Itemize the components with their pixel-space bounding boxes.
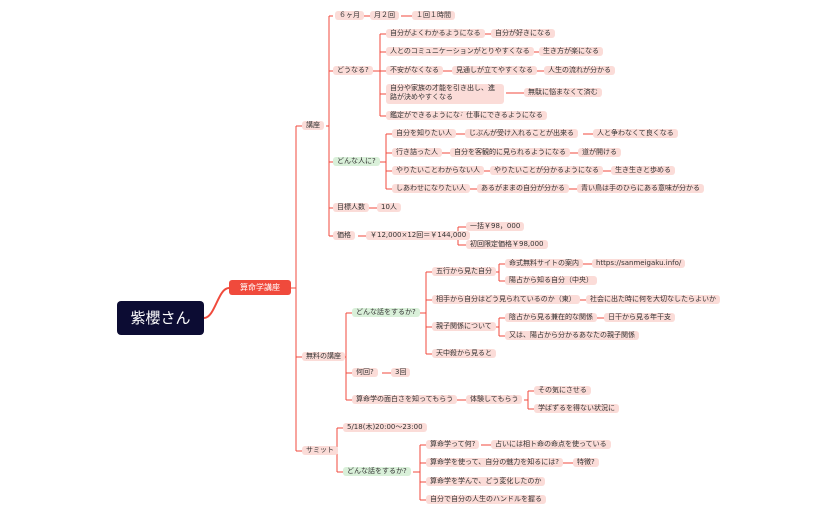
audience-item[interactable]: 自分を知りたい人 — [392, 129, 456, 138]
frequency-node[interactable]: 月２回 — [370, 11, 399, 20]
outcome-result[interactable]: 人生の流れが分かる — [544, 66, 615, 75]
audience-item[interactable]: 行き詰った人 — [392, 148, 442, 157]
audience-item[interactable]: しあわせになりたい人 — [392, 184, 470, 193]
audience-result[interactable]: 道が開ける — [578, 148, 621, 157]
outcome-result[interactable]: 見通しが立てやすくなる — [452, 66, 537, 75]
url-node[interactable]: https://sanmeigaku.info/ — [592, 259, 686, 268]
experience-node[interactable]: 体験してもらう — [466, 395, 523, 404]
connector-line — [326, 125, 333, 237]
connector-line — [524, 391, 529, 409]
connector-line — [203, 287, 230, 319]
topic-child[interactable]: 陰占から見る兼在的な関係 — [505, 313, 597, 322]
outcome-item[interactable]: 自分や家族の才能を引き出し、進路が決めやすくなる — [386, 84, 504, 104]
audience-result[interactable]: 青い鳥は手のひらにある意味が分かる — [577, 184, 704, 193]
price-node[interactable]: 価格 — [333, 231, 355, 240]
topic-item[interactable]: 五行から見た自分 — [432, 267, 496, 276]
outcome-result[interactable]: 生き方が楽になる — [539, 47, 603, 56]
course-node[interactable]: 講座 — [302, 121, 324, 130]
audience-result[interactable]: やりたいことが分かるようになる — [490, 166, 603, 175]
times-value[interactable]: 3回 — [391, 368, 411, 377]
capacity-value[interactable]: 10人 — [377, 203, 401, 212]
audience-result[interactable]: 人と争わなくて良くなる — [593, 129, 678, 138]
main-topic-node[interactable]: 算命学講座 — [229, 280, 291, 295]
topic-child[interactable]: 又は、陽占から分かるあなたの親子関係 — [505, 331, 639, 340]
summit-topic[interactable]: 自分で自分の人生のハンドルを握る — [426, 495, 546, 504]
experience-child[interactable]: その気にさせる — [534, 386, 591, 395]
outcome-node[interactable]: どうなる? — [333, 66, 373, 75]
outcome-result[interactable]: 自分が好きになる — [491, 29, 555, 38]
capacity-node[interactable]: 目標人数 — [333, 203, 369, 212]
interest-node[interactable]: 算命学の面白さを知ってもらう — [352, 395, 458, 404]
audience-result[interactable]: じぶんが受け入れることが出来る — [465, 129, 578, 138]
audience-item[interactable]: やりたいことわからない人 — [392, 166, 484, 175]
price-option[interactable]: 初回限定価格￥98,000 — [466, 240, 548, 249]
price-option[interactable]: 一括￥98，000 — [466, 222, 525, 231]
summit-topic[interactable]: 算命学を使って、自分の魅力を知るには? — [426, 458, 564, 467]
outcome-result[interactable]: 無駄に悩まなくて済む — [524, 88, 602, 97]
experience-child[interactable]: 学ばずるを得ない状況に — [534, 404, 619, 413]
duration-node[interactable]: １回１時間 — [412, 11, 455, 20]
outcome-item[interactable]: 不安がなくなる — [386, 66, 443, 75]
topic-child[interactable]: 陽占から知る自分（中央） — [505, 276, 597, 285]
topic-item[interactable]: 天中殺から見ると — [432, 349, 496, 358]
connector-line — [496, 264, 500, 281]
topic-item[interactable]: 親子関係について — [432, 322, 496, 331]
summit-topic[interactable]: 算命学を学んで、どう変化したのか — [426, 477, 546, 486]
period-node[interactable]: ６ヶ月 — [335, 11, 364, 20]
summit-topics-node[interactable]: どんな話をするか? — [343, 467, 411, 476]
price-calc[interactable]: ￥12,000×12回＝￥144,000 — [366, 231, 471, 240]
summit-date[interactable]: 5/18(木)20:00～23:00 — [343, 423, 427, 432]
summit-topic-child[interactable]: 占いには相ト命の命点を使っている — [491, 440, 611, 449]
connector-line — [496, 318, 500, 336]
audience-result[interactable]: あるがままの自分が分かる — [477, 184, 569, 193]
topic-item[interactable]: 相手から自分はどう見られているのか（東） — [432, 295, 580, 304]
summit-topic-child[interactable]: 特徴? — [573, 458, 599, 467]
audience-result[interactable]: 自分を客観的に見られるようになる — [450, 148, 570, 157]
outcome-item[interactable]: 鑑定ができるようになる — [386, 111, 471, 120]
audience-result[interactable]: 生き生きと歩める — [611, 166, 675, 175]
times-node[interactable]: 何回? — [352, 368, 378, 377]
outcome-result[interactable]: 仕事にできるようになる — [462, 111, 547, 120]
audience-node[interactable]: どんな人に? — [333, 157, 380, 166]
outcome-item[interactable]: 人とのコミュニケーションがとりやすくなる — [386, 47, 534, 56]
topic-child[interactable]: 命式無料サイトの案内 — [505, 259, 583, 268]
summit-node[interactable]: サミット — [302, 446, 338, 455]
free-topics-node[interactable]: どんな話をするか? — [352, 308, 420, 317]
free-course-node[interactable]: 無料の講座 — [302, 352, 345, 361]
outcome-item[interactable]: 自分がよくわかるようになる — [386, 29, 485, 38]
topic-child[interactable]: 社会に出た時に何を大切なしたらよいか — [586, 295, 720, 304]
root-node[interactable]: 紫櫻さん — [117, 301, 204, 335]
summit-topic[interactable]: 算命学って何? — [426, 440, 480, 449]
topic-child[interactable]: 日干から見る年干支 — [604, 313, 675, 322]
